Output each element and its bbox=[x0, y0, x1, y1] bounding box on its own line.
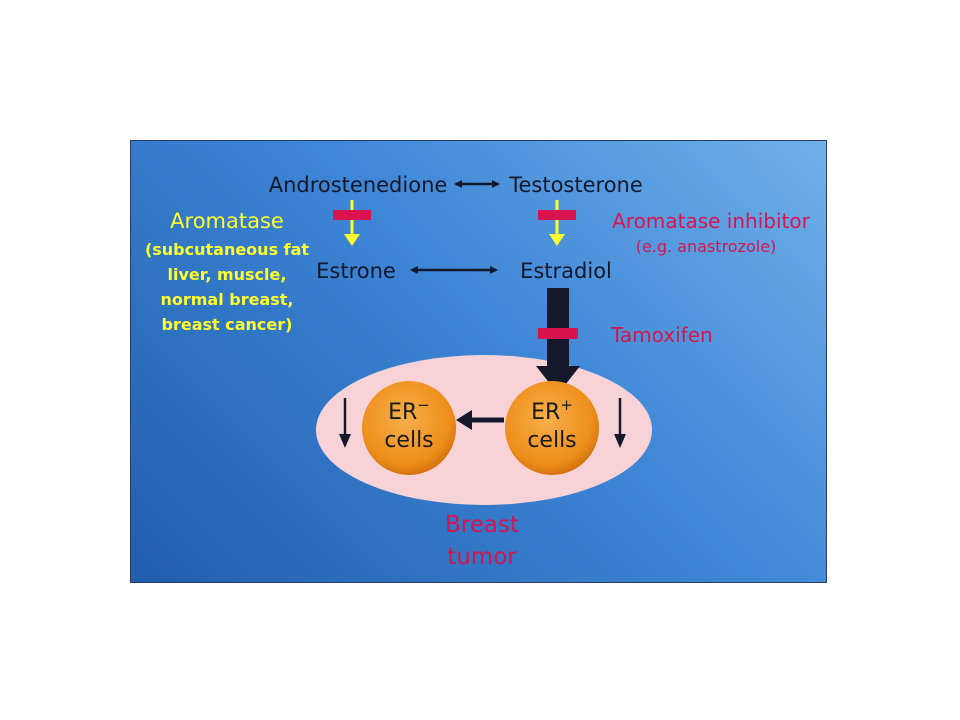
er-negative-cells-label: cells bbox=[384, 428, 433, 453]
tamoxifen-block-bar bbox=[538, 328, 578, 339]
aromatase-title: Aromatase bbox=[170, 209, 284, 233]
aromatase-site-4: breast cancer) bbox=[162, 315, 293, 334]
er-negative-cell bbox=[362, 381, 456, 475]
aromatase-block-bar-right bbox=[538, 210, 576, 220]
er-positive-to-er-negative-arrow bbox=[456, 410, 504, 430]
aromatase-arrow-left bbox=[344, 200, 360, 246]
estrone-label: Estrone bbox=[316, 259, 396, 283]
aromatase-arrow-right bbox=[549, 200, 565, 246]
er-positive-cell bbox=[505, 381, 599, 475]
er-positive-label: ER+ bbox=[531, 396, 573, 425]
aromatase-site-2: liver, muscle, bbox=[168, 265, 287, 284]
estradiol-label: Estradiol bbox=[520, 259, 612, 283]
breast-tumor-label-line1: Breast bbox=[445, 512, 519, 538]
aromatase-inhibitor-title: Aromatase inhibitor bbox=[612, 209, 810, 233]
androstenedione-label: Androstenedione bbox=[269, 173, 448, 197]
er-positive-cells-label: cells bbox=[527, 428, 576, 453]
aromatase-site-1: (subcutaneous fat bbox=[145, 240, 309, 259]
aromatase-inhibitor-example: (e.g. anastrozole) bbox=[636, 237, 777, 256]
aromatase-site-3: normal breast, bbox=[160, 290, 293, 309]
er-positive-decrease-arrow bbox=[614, 398, 626, 448]
aromatase-block-bar-left bbox=[333, 210, 371, 220]
breast-tumor-label-line2: tumor bbox=[447, 544, 517, 570]
er-negative-decrease-arrow bbox=[339, 398, 351, 448]
testosterone-label: Testosterone bbox=[508, 173, 643, 197]
tamoxifen-label: Tamoxifen bbox=[610, 323, 713, 347]
er-negative-label: ER− bbox=[388, 396, 430, 425]
